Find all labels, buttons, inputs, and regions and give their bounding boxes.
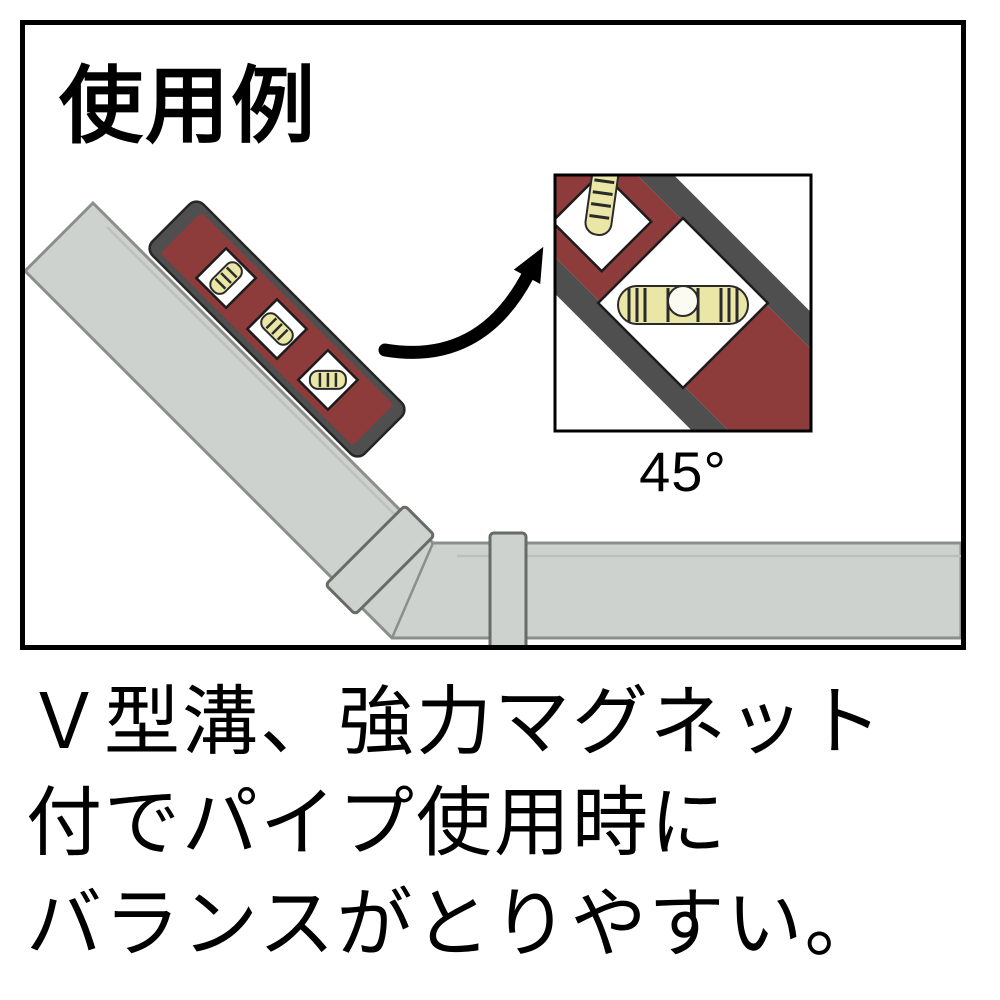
- caption-line-1: Ｖ型溝、強力マグネット: [26, 680, 884, 765]
- inset-neighbor-window: [555, 175, 653, 273]
- level-window-level: [245, 297, 309, 361]
- level-window-plumb: [194, 246, 258, 310]
- caption-line-2: 付でパイプ使用時に: [26, 781, 728, 866]
- angle-label: 45°: [639, 440, 727, 503]
- pipe-coupling-diagonal: [325, 505, 435, 615]
- usage-illustration: [25, 173, 961, 645]
- panel-title: 使用例: [59, 59, 318, 153]
- pipe-assembly: [25, 200, 961, 645]
- vial-marks: [214, 266, 238, 290]
- pipe-elbow-seam: [390, 542, 435, 639]
- pipe-highlight-line: [106, 226, 422, 542]
- vial-marks: [318, 372, 338, 387]
- inset-border: [553, 173, 813, 433]
- level-bubble: [667, 285, 699, 317]
- caption-line-3: バランスがとりやすい。: [26, 882, 883, 967]
- usage-example-panel: 使用例 45°: [20, 20, 966, 650]
- pipe-coupling-horizontal: [488, 531, 528, 645]
- curved-arrow-icon: [378, 246, 544, 359]
- inset-45deg-window: [596, 216, 770, 390]
- level-window-45deg: [296, 348, 360, 412]
- vial-marks: [589, 178, 615, 220]
- caption: Ｖ型溝、強力マグネット 付でパイプ使用時に バランスがとりやすい。: [26, 672, 884, 975]
- vial-marks: [265, 317, 289, 341]
- level-tool: [148, 200, 406, 458]
- zoom-inset: [553, 173, 813, 433]
